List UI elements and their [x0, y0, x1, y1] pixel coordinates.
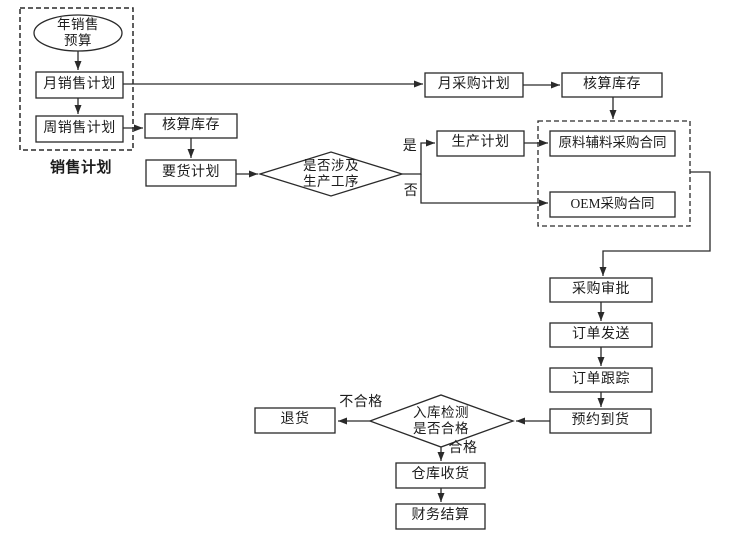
inventory-check-left-node — [144, 113, 238, 139]
edge-decision-yes-to-production-plan — [402, 139, 435, 175]
monthly-sales-plan-node — [35, 71, 124, 99]
warehouse-receipt-node — [395, 462, 486, 489]
production-plan-node — [436, 130, 525, 157]
goods-request-plan-node — [145, 159, 237, 187]
order-tracking-node — [549, 367, 653, 393]
inspection-decision-node — [368, 394, 515, 448]
edge-contract-group-to-purchase-approval — [599, 171, 711, 276]
inventory-check-right-node — [561, 72, 663, 98]
production-process-decision-node — [257, 151, 405, 197]
raw-auxiliary-contract-node — [549, 130, 676, 157]
return-goods-node — [254, 407, 336, 434]
monthly-purchase-plan-node — [424, 72, 524, 98]
contract-group-box — [537, 120, 691, 227]
purchase-approval-node — [549, 277, 653, 303]
sales-plan-group-box — [19, 7, 134, 151]
arrival-appointment-node — [549, 408, 652, 434]
oem-contract-node — [549, 191, 676, 218]
annual-sales-budget-node — [33, 14, 123, 52]
weekly-sales-plan-node — [35, 115, 124, 143]
order-dispatch-node — [549, 322, 653, 348]
edge-decision-no-to-oem-contract — [420, 174, 548, 207]
financial-settlement-node — [395, 503, 486, 530]
